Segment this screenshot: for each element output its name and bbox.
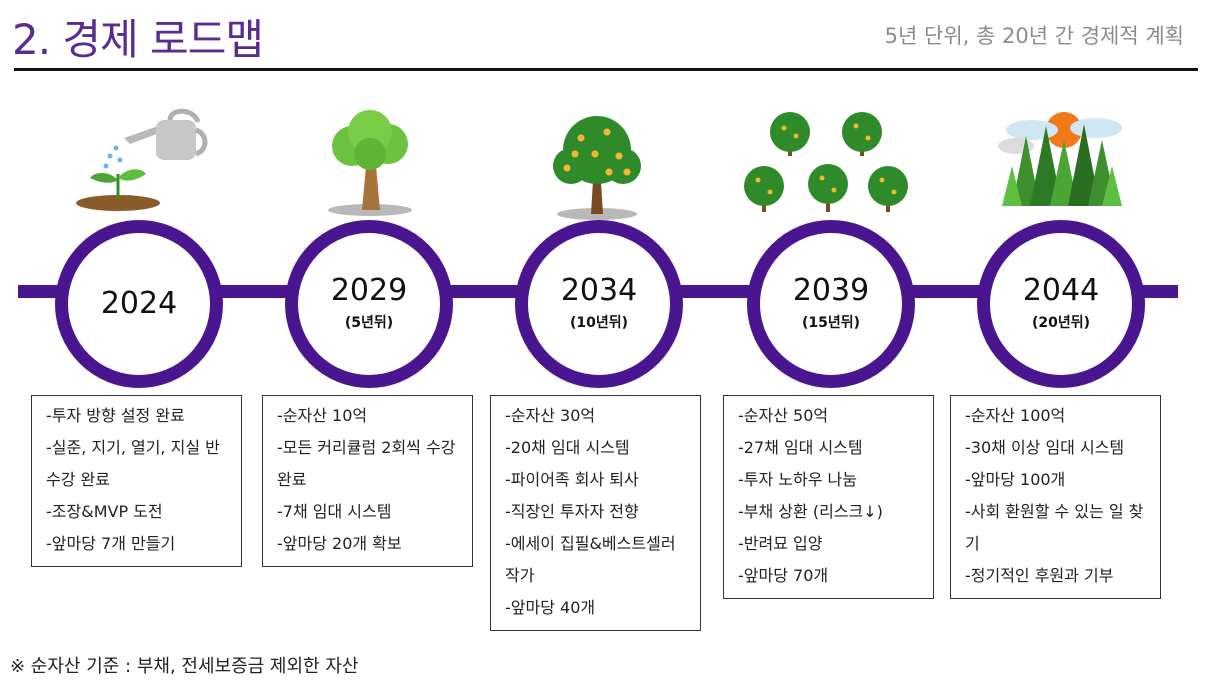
title-divider (14, 68, 1198, 71)
list-item: -앞마당 20개 확보 (277, 534, 402, 553)
list-item: -부채 상환 (리스크↓) (738, 502, 883, 521)
milestone-year: 2044 (1022, 273, 1100, 308)
list-item: -순자산 50억 (738, 406, 829, 425)
list-item: -실준, 지기, 열기, 지실 반 수강 완료 (46, 438, 220, 489)
list-item: -앞마당 7개 만들기 (46, 534, 176, 553)
fruit-tree-icon (553, 116, 641, 220)
list-item: -모든 커리큘럼 2회씩 수강 완료 (277, 438, 456, 489)
forest-sunrise-icon (998, 112, 1122, 206)
list-item: -순자산 30억 (505, 406, 596, 425)
list-item: -투자 방향 설정 완료 (46, 406, 185, 425)
page-subtitle: 5년 단위, 총 20년 간 경제적 계획 (884, 24, 1184, 48)
list-item: -20채 임대 시스템 (505, 438, 630, 457)
list-item: -직장인 투자자 전향 (505, 502, 639, 521)
milestone-circle-2044: 2044 (20년뒤) (977, 220, 1145, 388)
milestone-box-2029: -순자산 10억 -모든 커리큘럼 2회씩 수강 완료 -7채 임대 시스템 -… (262, 395, 473, 567)
orchard-icon (744, 112, 908, 212)
milestone-offset: (20년뒤) (1031, 315, 1091, 331)
milestone-circle-2029: 2029 (5년뒤) (285, 220, 453, 388)
list-item: -앞마당 100개 (965, 470, 1066, 489)
footnote: ※ 순자산 기준 : 부채, 전세보증금 제외한 자산 (10, 656, 359, 677)
milestone-offset: (15년뒤) (801, 315, 861, 331)
list-item: -앞마당 70개 (738, 566, 829, 585)
list-item: -7채 임대 시스템 (277, 502, 392, 521)
list-item: -순자산 10억 (277, 406, 368, 425)
list-item: -30채 이상 임대 시스템 (965, 438, 1125, 457)
milestone-circle-2024: 2024 (55, 220, 223, 388)
milestone-box-2044: -순자산 100억 -30채 이상 임대 시스템 -앞마당 100개 -사회 환… (950, 395, 1161, 599)
seedling-watering-can-icon (76, 108, 208, 211)
milestone-box-2039: -순자산 50억 -27채 임대 시스템 -투자 노하우 나눔 -부채 상환 (… (723, 395, 934, 599)
milestone-offset: (5년뒤) (344, 315, 394, 331)
list-item: -앞마당 40개 (505, 598, 596, 617)
list-item: -파이어족 회사 퇴사 (505, 470, 639, 489)
milestone-year: 2039 (792, 273, 870, 308)
list-item: -정기적인 후원과 기부 (965, 566, 1114, 585)
milestone-box-2024: -투자 방향 설정 완료 -실준, 지기, 열기, 지실 반 수강 완료 -조장… (31, 395, 242, 567)
list-item: -27채 임대 시스템 (738, 438, 863, 457)
milestone-year: 2029 (330, 273, 408, 308)
milestone-offset: (10년뒤) (569, 315, 629, 331)
list-item: -에세이 집필&베스트셀러 작가 (505, 534, 676, 585)
page-title: 2. 경제 로드맵 (12, 15, 264, 64)
milestone-circle-2034: 2034 (10년뒤) (515, 220, 683, 388)
young-tree-icon (328, 110, 412, 216)
list-item: -사회 환원할 수 있는 일 찾기 (965, 502, 1144, 553)
milestone-year: 2034 (560, 273, 638, 308)
list-item: -반려묘 입양 (738, 534, 823, 553)
milestone-circle-2039: 2039 (15년뒤) (747, 220, 915, 388)
list-item: -순자산 100억 (965, 406, 1066, 425)
list-item: -조장&MVP 도전 (46, 502, 163, 521)
milestone-box-2034: -순자산 30억 -20채 임대 시스템 -파이어족 회사 퇴사 -직장인 투자… (490, 395, 701, 631)
list-item: -투자 노하우 나눔 (738, 470, 857, 489)
milestone-year: 2024 (100, 286, 178, 321)
